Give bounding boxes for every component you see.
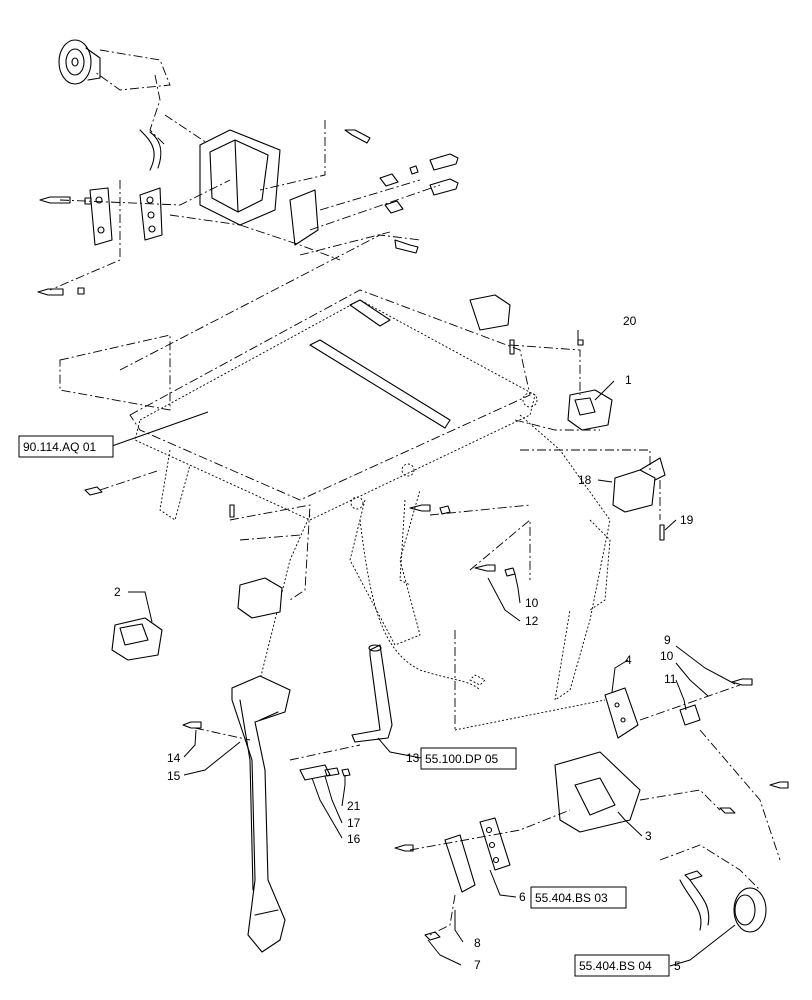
strap-left-top bbox=[89, 187, 113, 246]
plate-6 bbox=[479, 817, 511, 871]
callout-2: 2 bbox=[114, 585, 121, 599]
lamp-2 bbox=[111, 617, 163, 661]
plate-top bbox=[289, 189, 319, 246]
handle-13 bbox=[351, 644, 393, 743]
top-left-beacon-assembly bbox=[37, 39, 459, 296]
callout-11: 11 bbox=[664, 672, 677, 686]
ref-box-dp bbox=[420, 747, 517, 770]
callout-15: 15 bbox=[167, 769, 181, 783]
callout-8: 8 bbox=[474, 936, 481, 950]
beacon-lamp-5 bbox=[733, 887, 767, 933]
callout-19: 19 bbox=[680, 513, 694, 527]
mirror-18 bbox=[612, 469, 656, 513]
ref-box-aq bbox=[18, 435, 114, 458]
lamp-top-right bbox=[469, 294, 511, 331]
callout-17: 17 bbox=[347, 816, 361, 830]
lamp-box-center bbox=[237, 577, 283, 619]
cross-bar bbox=[309, 339, 451, 429]
ref-90-114-aq-01: 90.114.AQ 01 bbox=[23, 440, 96, 454]
left-lamp-assembly bbox=[84, 469, 311, 661]
strap-lower-left bbox=[444, 834, 476, 893]
callout-12: 12 bbox=[525, 614, 539, 628]
ref-box-bs03 bbox=[530, 886, 627, 909]
ref-box-bs04 bbox=[574, 954, 670, 977]
leader-lines bbox=[111, 330, 736, 967]
callout-10-right: 10 bbox=[660, 649, 674, 663]
callout-9: 9 bbox=[664, 633, 671, 647]
bracket-box-3 bbox=[554, 751, 641, 833]
ref-55-404-bs-03: 55.404.BS 03 bbox=[535, 891, 608, 905]
callout-7: 7 bbox=[474, 958, 481, 972]
callout-3: 3 bbox=[645, 829, 652, 843]
callout-20: 20 bbox=[623, 314, 637, 328]
callout-14: 14 bbox=[167, 751, 181, 765]
reference-boxes: 90.114.AQ 01 55.100.DP 05 55.404.BS 03 5… bbox=[18, 435, 670, 977]
beacon-lamp-top bbox=[58, 39, 92, 85]
callout-numbers: 1 2 3 4 5 6 7 8 9 10 10 11 12 13 14 15 1… bbox=[114, 314, 694, 973]
right-lower-assembly bbox=[394, 504, 789, 941]
callout-16: 16 bbox=[347, 832, 361, 846]
callout-10-center: 10 bbox=[525, 596, 539, 610]
callout-4: 4 bbox=[625, 653, 632, 667]
callout-21: 21 bbox=[347, 799, 361, 813]
clip-16-17-21 bbox=[289, 744, 361, 781]
callout-1: 1 bbox=[625, 373, 632, 387]
right-lamp-assembly bbox=[469, 294, 666, 541]
clip-11 bbox=[679, 704, 701, 726]
ref-55-100-dp-05: 55.100.DP 05 bbox=[425, 752, 498, 766]
bracket-4 bbox=[604, 687, 639, 739]
strap-right-top bbox=[139, 187, 163, 241]
callout-5: 5 bbox=[674, 959, 681, 973]
lamp-1 bbox=[567, 389, 613, 431]
callout-6: 6 bbox=[519, 890, 526, 904]
column-15 bbox=[182, 675, 291, 953]
ref-55-404-bs-04: 55.404.BS 04 bbox=[579, 959, 652, 973]
callout-13: 13 bbox=[406, 751, 420, 765]
callout-18: 18 bbox=[578, 473, 592, 487]
